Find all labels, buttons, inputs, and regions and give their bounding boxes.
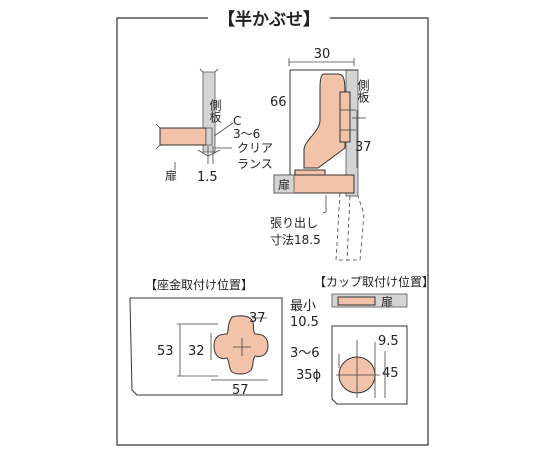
base-plate-position: 【座金取付け位置】 37 53 32 57 [129,277,283,398]
protrusion-line2: 寸法18.5 [270,233,321,247]
base-plate-panel [129,297,283,396]
left-door-label: 扉 [165,169,177,183]
cup-dim-35phi: 35ϕ [296,368,321,383]
cup-top-door [337,296,376,306]
cup-title: 【カップ取付け位置】 [314,274,434,289]
dim-37: 37 [355,140,372,155]
cup-top-door-label: 扉 [381,295,393,309]
right-door-overlay [273,174,295,194]
hinge-arm [303,73,346,169]
base-plate-shape [213,315,269,375]
left-door-gap [205,127,213,146]
diagram-title: 【半かぶせ】 [218,9,320,30]
base-plate-title: 【座金取付け位置】 [145,277,253,292]
dim-66: 66 [270,95,287,110]
dim-30: 30 [314,47,331,62]
base-plate-dim-37: 37 [249,311,266,326]
left-side-panel-label: 側板 [208,99,222,124]
left-door [159,127,207,146]
cup-dim-3-6: 3～6 [290,346,320,361]
cup-min-value: 10.5 [290,315,319,330]
clearance-c-value: 3～6 [233,127,260,141]
hinge-plate [339,91,351,143]
clearance-detail: 側板 扉 1.5 C 3～6 クリア ランス [155,68,273,185]
base-plate-dim-53: 53 [157,344,174,359]
base-plate-dim-57: 57 [232,383,249,398]
cup-position: 【カップ取付け位置】 扉 最小 10.5 9.5 3～6 35ϕ 45 [290,274,434,405]
clearance-kuria-label: クリア [237,141,273,155]
cup-min-label: 最小 [290,299,316,314]
right-side-panel-label: 側板 [356,79,370,104]
protrusion-line1: 張り出し [270,216,318,230]
right-door-label: 扉 [278,178,290,192]
hinge-side-view: 側板 扉 30 66 37 張り出し 寸法18.5 [270,47,372,261]
cup-dim-95: 9.5 [378,334,399,349]
outer-frame [116,17,429,446]
cup-panel [331,325,408,405]
clearance-ransu-label: ランス [237,157,273,171]
clearance-c-label: C [233,114,241,128]
base-plate-dim-32: 32 [188,344,205,359]
cup-dim-45: 45 [382,366,399,381]
clearance-15-value: 1.5 [197,170,218,185]
protrusion-swing-outline [335,192,365,261]
